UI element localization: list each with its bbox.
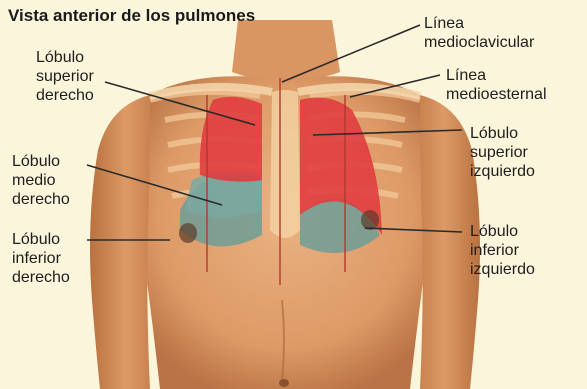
- label-right-middle-lobe: Lóbulo medio derecho: [12, 152, 70, 209]
- label-right-lower-lobe: Lóbulo inferior derecho: [12, 230, 70, 287]
- label-midsternal-line: Línea medioesternal: [446, 66, 547, 104]
- label-midclavicular-line: Línea medioclavicular: [424, 14, 534, 52]
- label-left-lower-lobe: Lóbulo inferior izquierdo: [470, 222, 535, 279]
- navel: [279, 379, 289, 387]
- sternum: [270, 90, 300, 238]
- right-nipple: [179, 223, 197, 243]
- left-nipple: [361, 210, 379, 230]
- right-arm: [90, 95, 150, 389]
- diagram-title: Vista anterior de los pulmones: [8, 6, 255, 26]
- neck: [232, 20, 340, 82]
- label-right-upper-lobe: Lóbulo superior derecho: [36, 48, 94, 105]
- label-left-upper-lobe: Lóbulo superior izquierdo: [470, 124, 535, 181]
- right-lung-upper-lobe: [200, 97, 262, 182]
